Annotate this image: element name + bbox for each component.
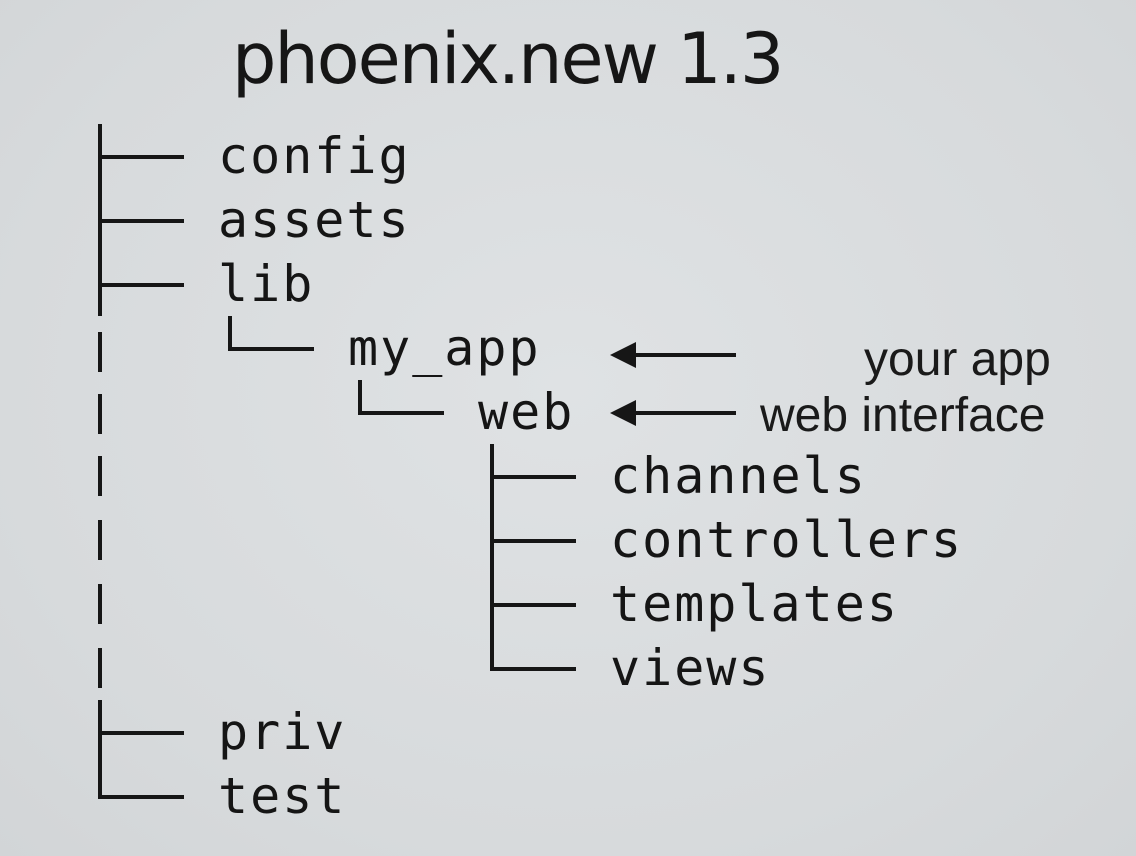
tree-node-test: test [98, 764, 346, 828]
node-label: views [610, 639, 771, 697]
tree-pipe [98, 648, 102, 688]
node-label: assets [218, 191, 411, 249]
tree-branch [490, 572, 576, 636]
tree-pipe [98, 520, 102, 560]
node-label: channels [610, 447, 867, 505]
slide-title: phoenix.new 1.3 [232, 18, 784, 100]
tree-node-web: web [358, 380, 574, 444]
tree-pipe [98, 332, 102, 372]
annotation-web-interface: web interface [760, 389, 1046, 442]
node-label: config [218, 127, 411, 185]
tree-pipe [98, 394, 102, 434]
tree-node-channels: channels [490, 444, 867, 508]
tree-node-assets: assets [98, 188, 411, 252]
tree-branch [98, 700, 184, 764]
node-label: lib [218, 255, 315, 313]
tree-pipe [98, 456, 102, 496]
tree-branch [98, 188, 184, 252]
tree-branch [228, 316, 314, 380]
annotation-your-app: your app [864, 333, 1051, 386]
tree-node-lib: lib [98, 252, 314, 316]
node-label: test [218, 767, 347, 825]
tree-pipe [98, 584, 102, 624]
tree-branch [98, 124, 184, 188]
arrow-left-icon [610, 400, 736, 426]
node-label: priv [218, 703, 347, 761]
node-label: controllers [610, 511, 964, 569]
tree-branch [490, 636, 576, 700]
node-label: my_app [348, 319, 541, 377]
tree-branch [98, 764, 184, 828]
node-label: templates [610, 575, 899, 633]
arrow-left-icon [610, 342, 736, 368]
tree-branch [98, 252, 184, 316]
tree-node-views: views [490, 636, 771, 700]
tree-branch [358, 380, 444, 444]
tree-branch [490, 508, 576, 572]
tree-node-my-app: my_app [228, 316, 541, 380]
tree-node-templates: templates [490, 572, 899, 636]
tree-node-config: config [98, 124, 411, 188]
tree-node-controllers: controllers [490, 508, 963, 572]
node-label: web [478, 383, 575, 441]
tree-branch [490, 444, 576, 508]
tree-node-priv: priv [98, 700, 346, 764]
